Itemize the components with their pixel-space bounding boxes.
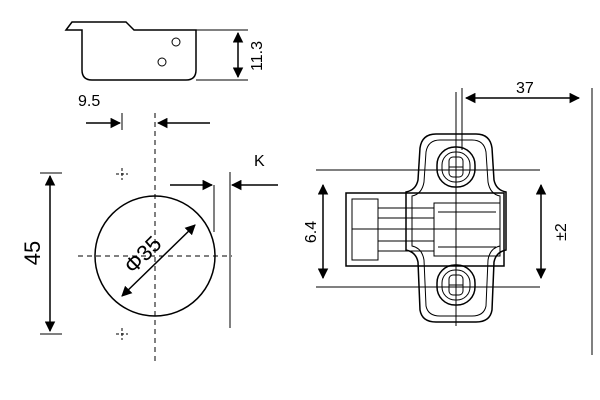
width-label: 37 xyxy=(516,80,534,97)
k-label: K xyxy=(254,153,265,170)
offset-label: 9.5 xyxy=(78,93,100,110)
diameter-arrow xyxy=(121,224,196,297)
hinge-arm-body xyxy=(345,192,505,267)
cup-side-view: 11.3 xyxy=(64,21,266,81)
depth-label: 11.3 xyxy=(249,41,266,71)
cup-front-view: 9.5 Φ35 45 K xyxy=(20,93,278,365)
height-label: 45 xyxy=(20,241,45,265)
spacing-label: 6.4 xyxy=(303,221,320,243)
mounting-plate-view: 37 6.4 ±2 xyxy=(303,80,593,355)
adjust-label: ±2 xyxy=(553,223,570,241)
diameter-label: Φ35 xyxy=(119,231,166,278)
